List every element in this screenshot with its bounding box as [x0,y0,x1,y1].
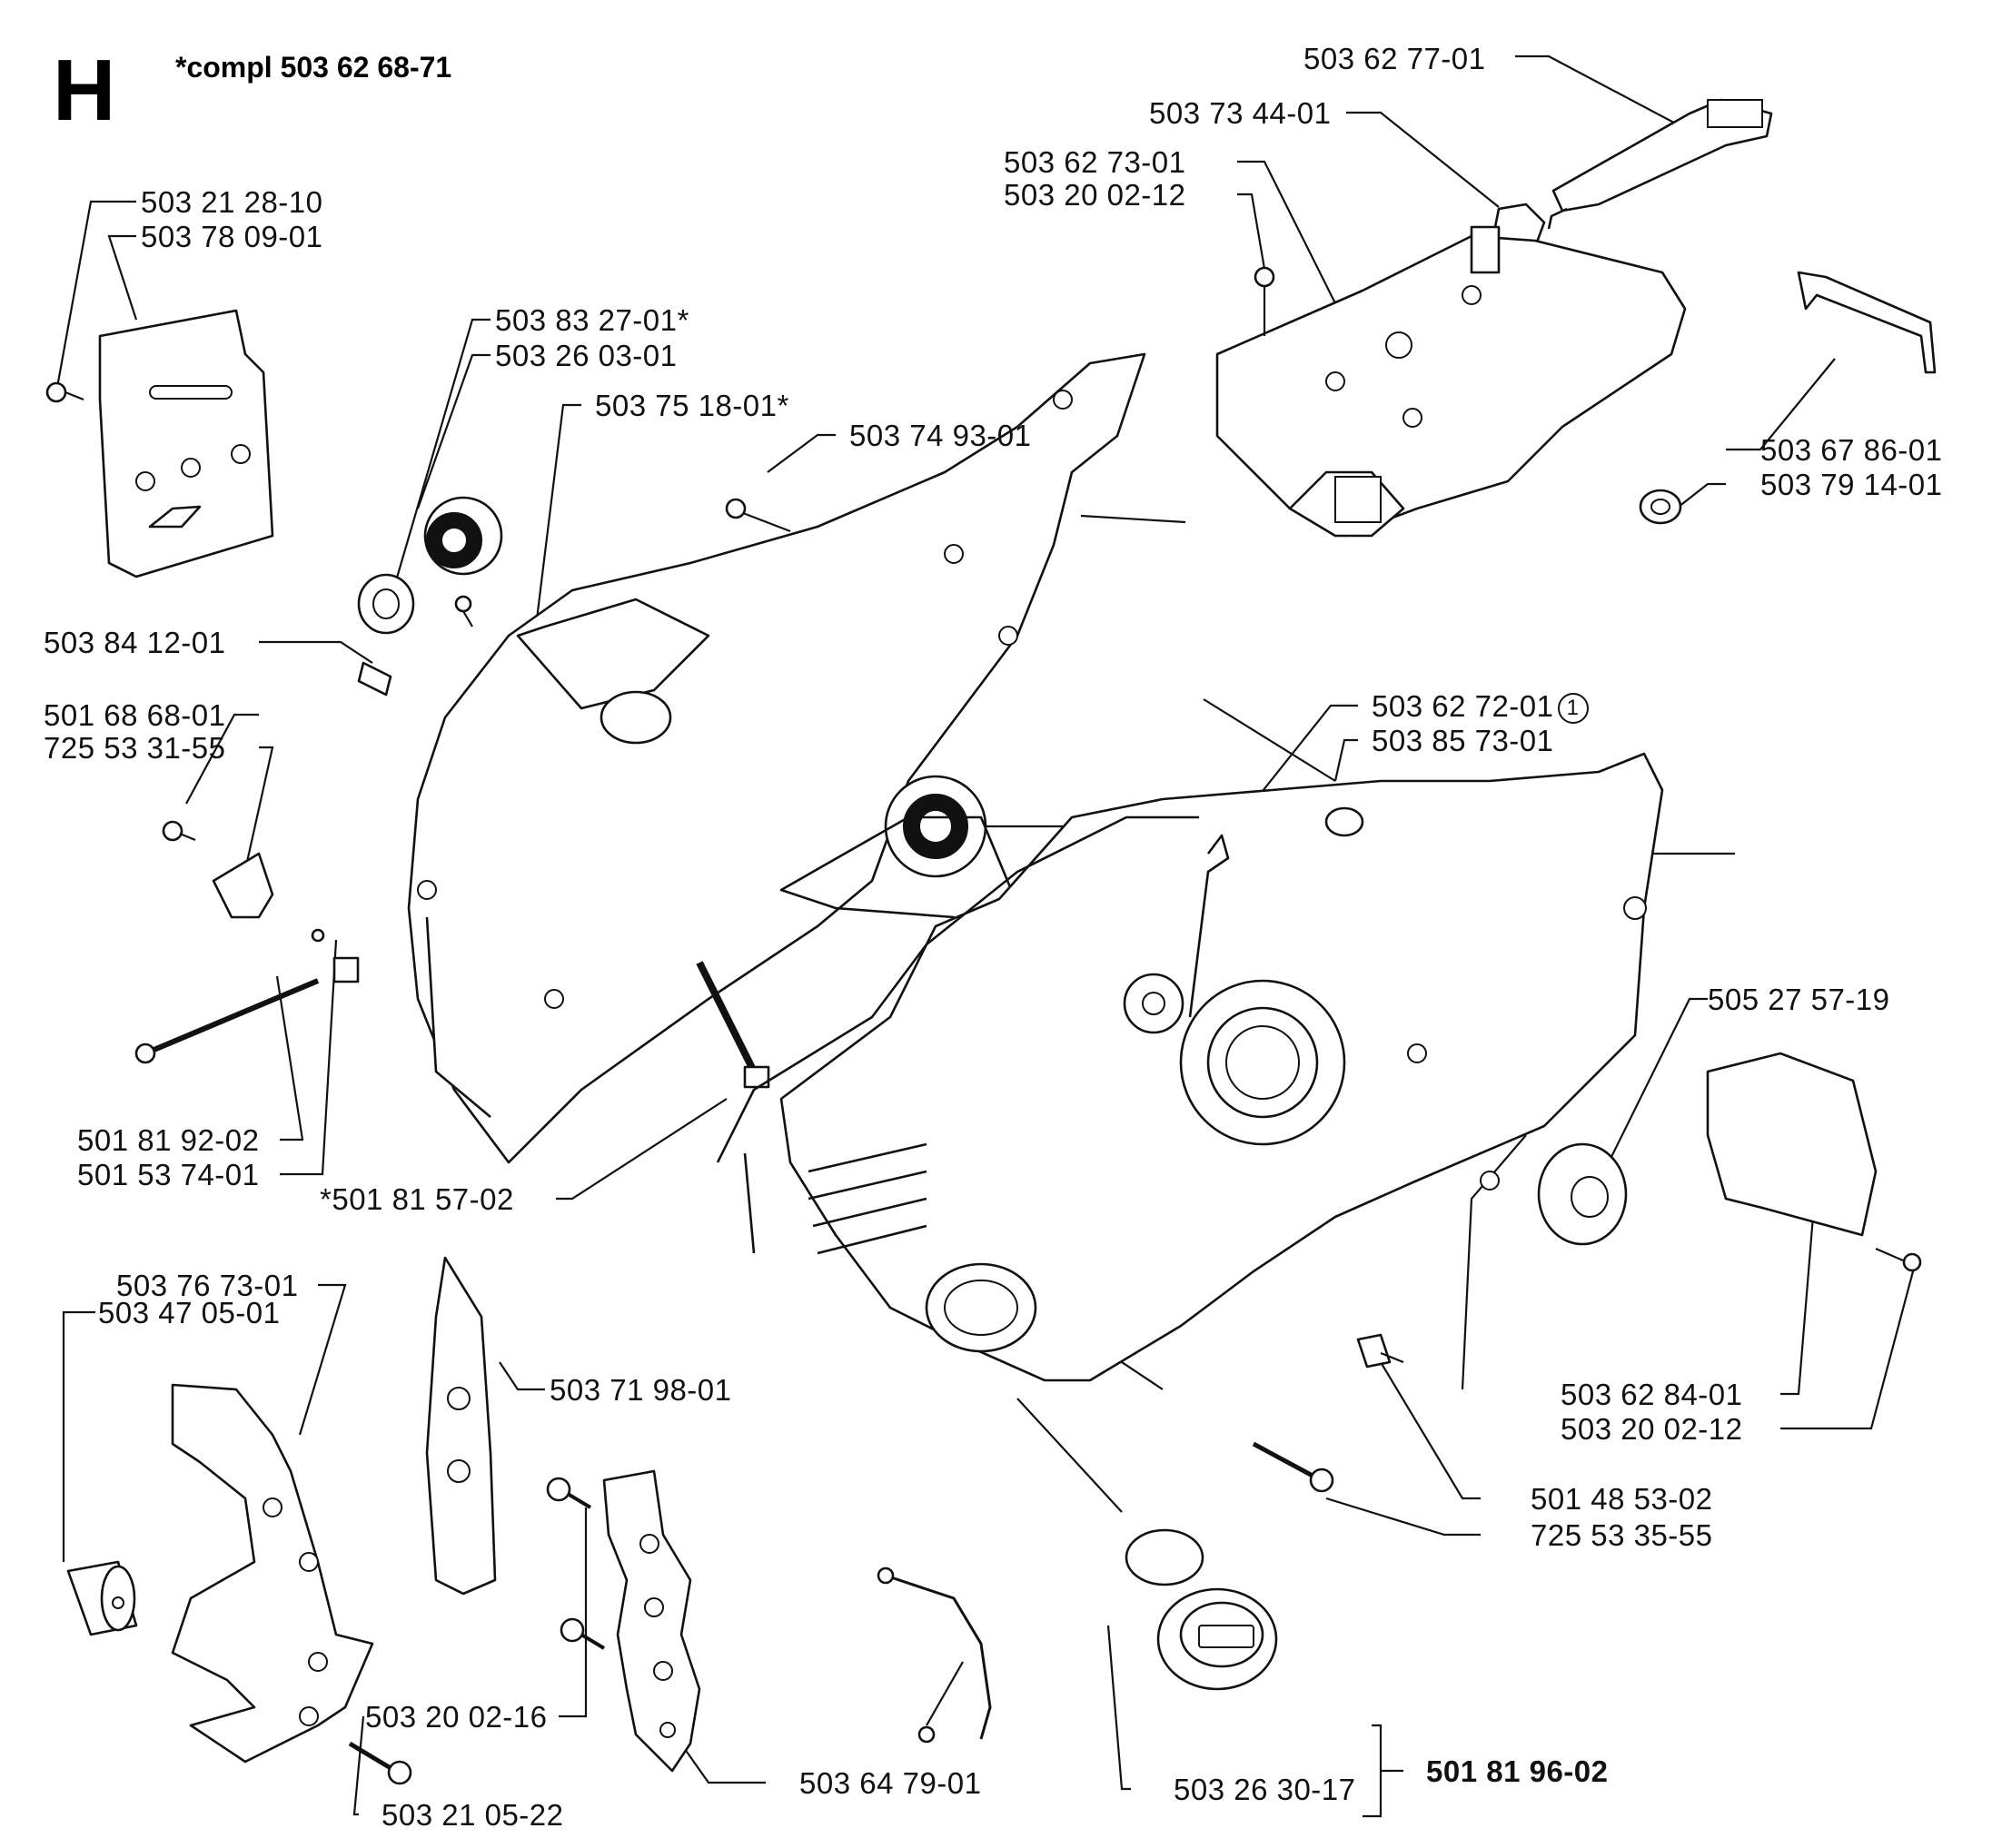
buffer-part [66,1560,138,1636]
screw-part-7 [1252,1441,1334,1493]
guard-plate-part [98,309,274,578]
part-label: 503 73 44-01 [1149,96,1332,130]
part-label: 503 71 98-01 [550,1373,732,1407]
part-label: 503 76 73-01 [116,1269,299,1302]
part-label: 503 79 14-01 [1760,468,1943,501]
section-letter: H [53,42,116,139]
filter-part [1123,973,1184,1034]
crankcase-left-part [407,352,1146,1164]
part-label: 503 62 73-01 [1004,145,1186,179]
part-label: 501 81 92-02 [77,1123,260,1157]
bar-stud-part [134,928,360,1064]
crankcase-right-part [779,752,1664,1382]
screw-part-6 [1356,1333,1404,1369]
part-label: 503 74 93-01 [849,419,1032,452]
part-label: 503 21 28-10 [141,185,323,219]
screw-part-8 [546,1477,606,1650]
screw-part-5 [1875,1247,1922,1272]
link-rod-part [1797,271,1937,374]
screw-part-9 [348,1741,412,1785]
throttle-lever-part [1547,98,1773,230]
part-label: 505 27 57-19 [1708,983,1890,1016]
part-label: 501 53 74-01 [77,1158,260,1191]
part-label: 503 47 05-01 [98,1296,281,1329]
screw-part-2 [45,381,84,403]
part-label: 503 62 84-01 [1561,1378,1743,1411]
part-label: 503 67 86-01 [1760,433,1943,467]
part-number: 503 62 72-01 [1372,689,1554,723]
header-note: *compl 503 62 68-71 [175,51,452,84]
bushing-part-1 [1639,489,1682,525]
part-label: 501 68 68-01 [44,698,226,732]
seal-part [1537,1142,1628,1246]
bracket-part [162,820,274,919]
gasket-part-2 [716,815,1199,1254]
strip-part [425,1256,497,1596]
part-label: 725 53 31-55 [44,731,226,765]
part-label: 503 62 77-01 [1303,42,1486,75]
part-label: *501 81 57-02 [320,1182,514,1216]
bearing-part-1 [423,496,503,576]
part-label: 503 20 02-12 [1561,1412,1743,1446]
circled-note-marker: 1 [1557,693,1589,725]
dowel-pin-part [357,661,392,697]
part-label: 503 84 12-01 [44,626,226,659]
part-label: 503 20 02-12 [1004,178,1186,212]
bushing-part-3 [1324,806,1364,837]
screw-part-1 [1254,266,1275,336]
bushing-part-2 [357,573,415,635]
part-label: 501 48 53-02 [1531,1482,1713,1516]
top-cover-part [1215,225,1687,538]
part-label: 503 78 09-01 [141,220,323,253]
part-label: 503 20 02-16 [365,1700,548,1734]
bumper-spike-part-2 [602,1469,701,1773]
side-cover-part [1706,1052,1878,1237]
part-label: 503 83 27-01* [495,303,689,337]
part-label: 503 26 03-01 [495,339,678,372]
assembly-part-label: 501 81 96-02 [1426,1754,1609,1788]
bumper-spike-part-1 [171,1383,374,1764]
part-label: 725 53 35-55 [1531,1518,1713,1552]
part-label: 503 85 73-01 [1372,724,1554,757]
screw-part-4 [725,498,791,533]
gasket-part-3 [1188,834,1230,1018]
oil-cap-part [877,1528,1278,1744]
part-label: 503 26 30-17 [1174,1773,1356,1806]
part-label: 503 75 18-01* [595,389,789,422]
screw-part-3 [454,595,473,628]
part-label: 503 64 79-01 [799,1766,982,1800]
part-label: 503 21 05-22 [382,1798,564,1832]
